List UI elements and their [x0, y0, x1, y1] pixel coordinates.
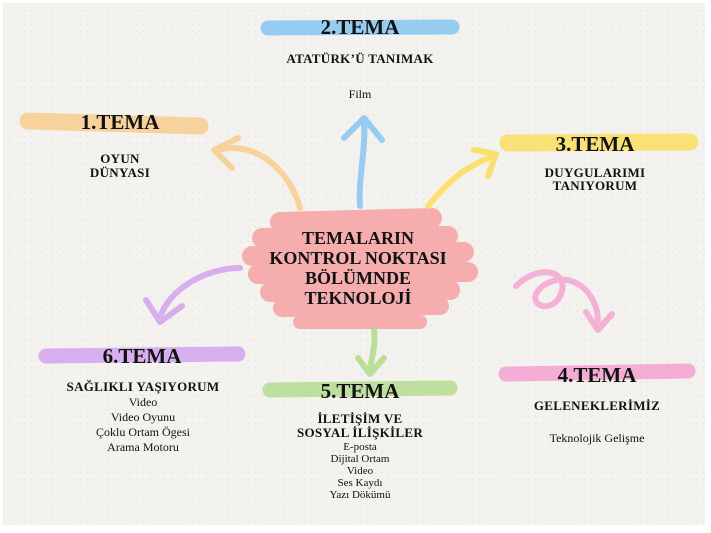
arrow-to-theme2: [341, 115, 385, 209]
theme2-name: ATATÜRK’Ü TANIMAK: [286, 51, 434, 66]
theme5-items: E-posta Dijital Ortam Video Ses Kaydı Ya…: [300, 441, 420, 502]
theme3-name-line2: TANIYORUM: [552, 178, 638, 193]
theme5-item: Yazı Dökümü: [329, 489, 391, 501]
arrow-to-theme5: [355, 327, 387, 377]
theme6-item: Arama Motoru: [107, 440, 179, 454]
theme4-item: Teknolojik Gelişme: [549, 431, 645, 445]
theme6-name: SAĞLIKLI YAŞIYORUM: [66, 379, 220, 394]
theme6-items: Video Video Oyunu Çoklu Ortam Ögesi Aram…: [58, 396, 228, 456]
arrow-to-theme3: [425, 147, 499, 209]
theme5-title: 5.TEMA: [320, 379, 400, 403]
theme5-name-line2: SOSYAL İLİŞKİLER: [296, 425, 424, 440]
theme2-item: Film: [348, 87, 372, 101]
center-scribble: [242, 208, 478, 329]
theme1-title: 1.TEMA: [80, 110, 160, 134]
theme2-highlight: [260, 19, 460, 36]
theme3-highlight: [499, 133, 699, 152]
theme5-item: E-posta: [343, 441, 377, 453]
theme4-highlight: [498, 363, 696, 382]
theme6-item: Video Oyunu: [110, 410, 176, 424]
theme4-name: GELENEKLERİMİZ: [533, 398, 661, 413]
theme1-name-line2: DÜNYASI: [89, 165, 151, 180]
theme6-item: Video: [128, 395, 158, 409]
bottom-border: [0, 525, 711, 533]
theme5-name-line1: İLETİŞİM VE: [317, 411, 403, 426]
theme5-item: Video: [346, 465, 374, 477]
arrow-to-theme1: [211, 135, 303, 211]
theme1-name-line1: OYUN: [100, 151, 140, 166]
theme5-item: Dijital Ortam: [330, 453, 390, 465]
right-border: [705, 0, 711, 533]
theme5-highlight: [262, 380, 458, 398]
theme5-item: Ses Kaydı: [337, 477, 383, 489]
center-title-line4: TEKNOLOJİ: [304, 288, 412, 308]
theme2-title: 2.TEMA: [320, 15, 400, 39]
center-title-line1: TEMALARIN: [301, 228, 414, 248]
theme3-title: 3.TEMA: [555, 132, 635, 156]
arrow-to-theme4: [513, 269, 615, 333]
theme6-highlight: [38, 346, 246, 364]
arrow-to-theme6: [143, 265, 243, 325]
center-title-line2: KONTROL NOKTASI: [269, 248, 447, 268]
center-title-line3: BÖLÜMNDE: [304, 268, 411, 288]
theme6-item: Çoklu Ortam Ögesi: [96, 425, 190, 439]
theme6-title: 6.TEMA: [102, 344, 182, 368]
theme1-highlight: [19, 112, 209, 135]
theme3-name-line1: DUYGULARIMI: [544, 165, 646, 180]
theme4-title: 4.TEMA: [557, 363, 637, 387]
